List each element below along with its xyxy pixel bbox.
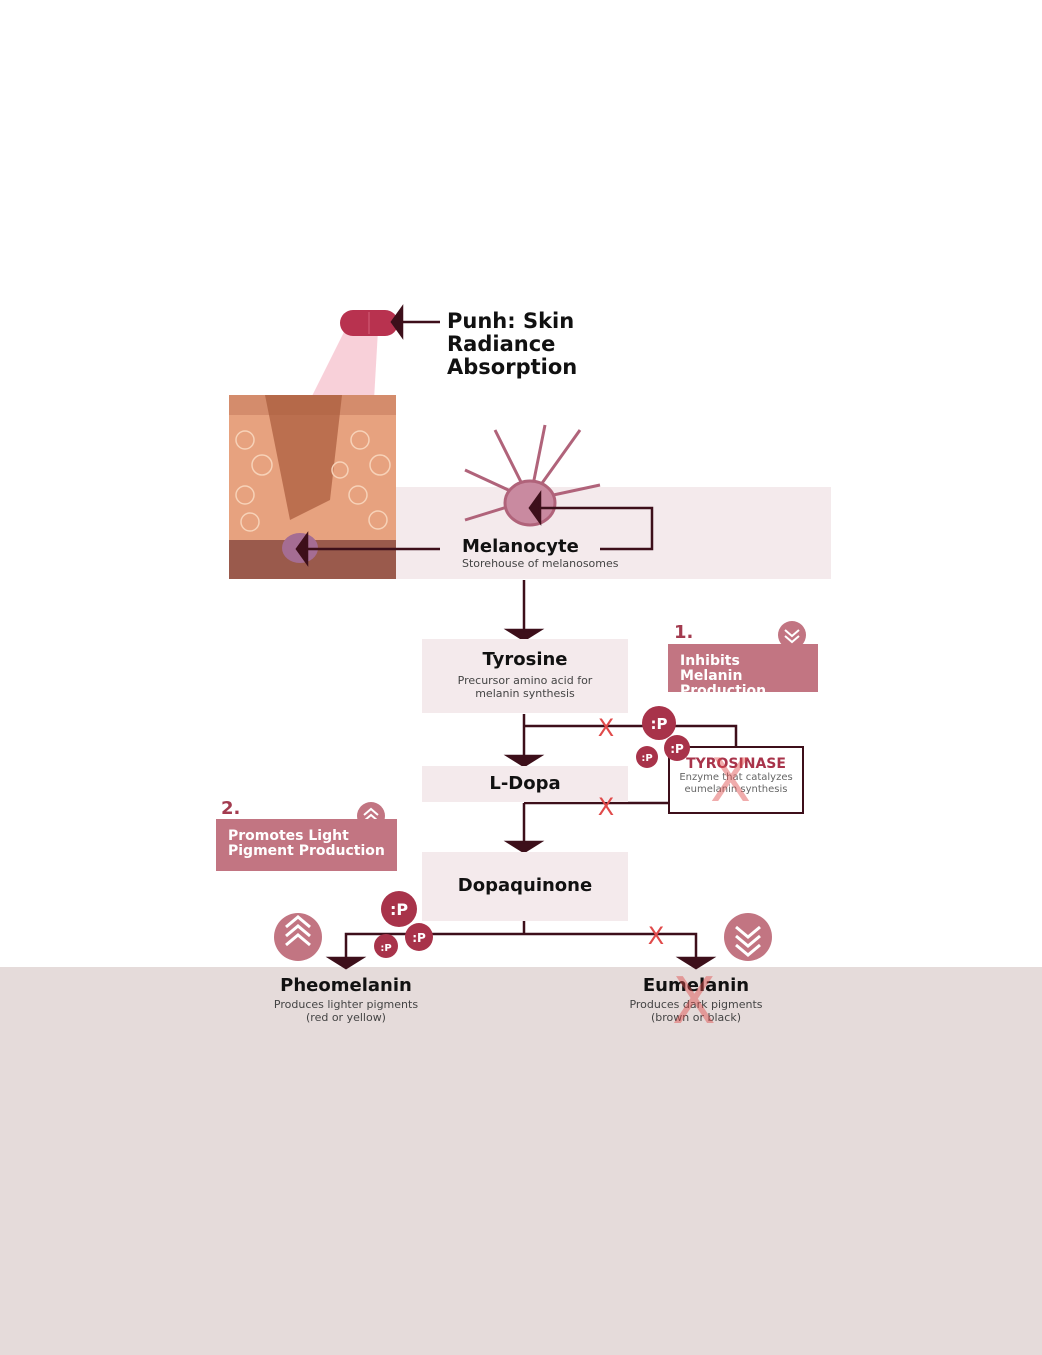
svg-text::P: :P [390,900,408,919]
melanocyte-subtitle: Storehouse of melanosomes [462,557,619,570]
svg-text::P: :P [670,742,684,756]
melanocyte-title: Melanocyte [462,536,579,557]
tyrosinase-subtitle: Enzyme that catalyzes eumelanin synthesi… [679,772,793,795]
dopaquinone-box: Dopaquinone [422,852,628,921]
tyrosinase-cross-icon: X [710,746,752,816]
tyrosine-subtitle: Precursor amino acid for melanin synthes… [457,674,593,700]
punh-logo-text: :P :P :P :P :P :P [380,715,684,954]
bottom-background [0,967,1042,1355]
svg-text::P: :P [651,715,668,733]
chevron-up-large-icon [274,913,322,961]
svg-text::P: :P [412,931,426,945]
eumelanin-subtitle: Produces dark pigments (brown or black) [629,998,763,1024]
tyrosine-box: Tyrosine Precursor amino acid for melani… [422,639,628,713]
svg-text::P: :P [380,943,391,954]
skin-cross-section-illustration [229,395,396,579]
pheomelanin-title: Pheomelanin [280,975,412,996]
light-beam [310,330,378,400]
ldopa-box: L-Dopa [422,766,628,802]
punh-logo-icon [374,706,690,958]
tyrosinase-title: TYROSINASE [686,756,786,772]
page-title: Punh: Skin Radiance Absorption [447,309,578,379]
badge2-number: 2. [221,798,241,819]
badge1-number: 1. [674,622,694,643]
ldopa-title: L-Dopa [489,773,561,794]
svg-text::P: :P [641,753,652,764]
eumelanin-title: Eumelanin [642,975,750,996]
tyrosine-title: Tyrosine [482,649,568,670]
eumelanin-cross-icon: X [672,965,716,1039]
inhibits-melanin-badge: Inhibits Melanin Production [668,644,818,699]
eumelanin-node: Eumelanin Produces dark pigments (brown … [596,965,796,1039]
chevron-down-icon [778,621,806,649]
chevron-down-large-icon [724,913,772,961]
promotes-light-pigment-badge: Promotes Light Pigment Production [216,819,397,871]
pheomelanin-node: Pheomelanin Produces lighter pigments (r… [246,975,446,1024]
pheomelanin-subtitle: Produces lighter pigments (red or yellow… [273,998,419,1024]
connectors [295,304,738,970]
melanocyte-illustration [464,424,601,527]
tyrosinase-box [668,746,804,814]
dopaquinone-title: Dopaquinone [457,875,593,896]
tyrosinase-label: TYROSINASE Enzyme that catalyzes eumelan… [670,746,802,816]
